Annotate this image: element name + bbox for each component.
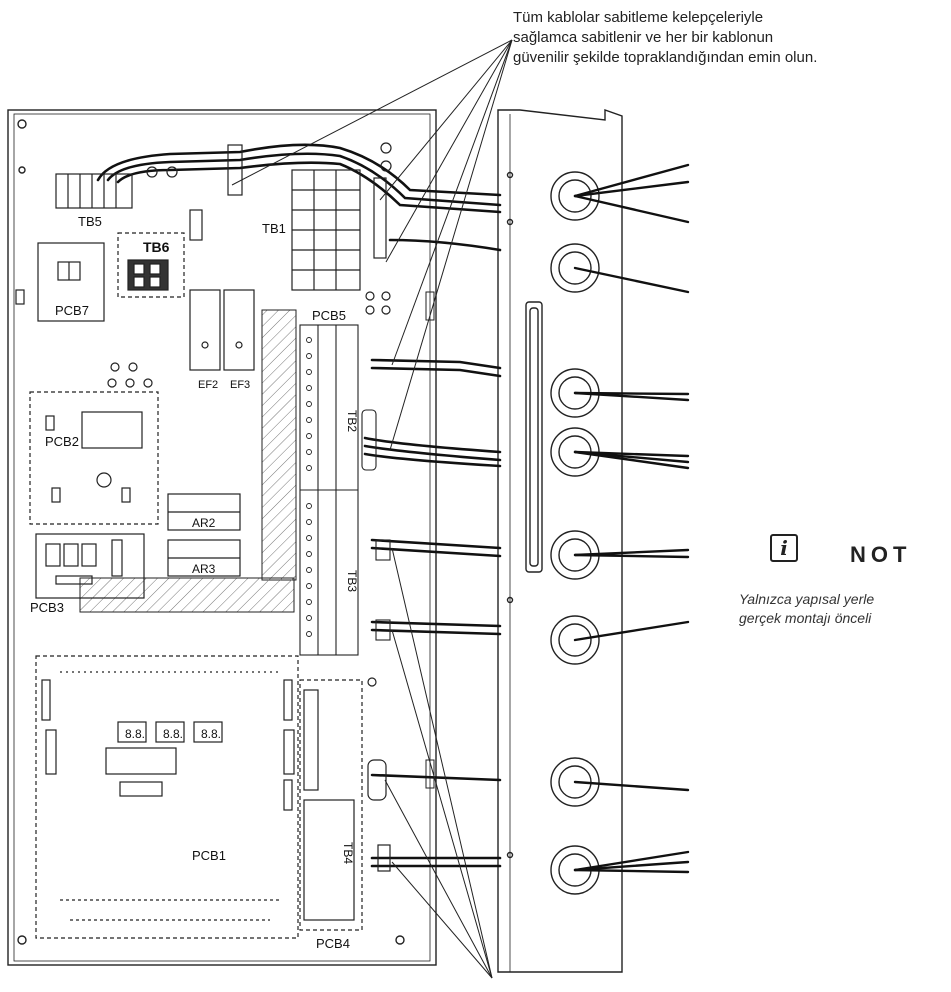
callout-text: Tüm kablolar sabitleme kelepçeleriyle sa… bbox=[513, 8, 943, 68]
callout-line: Tüm kablolar sabitleme kelepçeleriyle bbox=[513, 9, 764, 26]
label-pcb3: PCB3 bbox=[30, 600, 64, 615]
pcb1-display-3: 8.8. bbox=[201, 727, 221, 741]
pcb4-board bbox=[299, 677, 391, 931]
enclosure bbox=[7, 109, 437, 966]
tb2-tb3-strip bbox=[299, 324, 391, 656]
tb1-terminal-block bbox=[291, 142, 392, 315]
side-door-panel bbox=[425, 109, 623, 973]
pcb3-board bbox=[35, 533, 145, 599]
callout-leaders bbox=[231, 39, 513, 979]
info-icon: i bbox=[770, 534, 798, 562]
label-pcb1: PCB1 bbox=[192, 848, 226, 863]
label-tb6: TB6 bbox=[143, 239, 170, 255]
label-tb3: TB3 bbox=[345, 570, 359, 592]
label-ar3: AR3 bbox=[192, 562, 216, 576]
pcb1-display-2: 8.8. bbox=[163, 727, 183, 741]
label-ef3: EF3 bbox=[230, 379, 250, 391]
label-ef2: EF2 bbox=[198, 379, 218, 391]
tb2-tb3-terminals bbox=[306, 337, 312, 637]
label-tb4: TB4 bbox=[341, 842, 355, 864]
note-text: Yalnızca yapısal yerle gerçek montajı ön… bbox=[739, 590, 874, 628]
pcb1-display-1: 8.8. bbox=[125, 727, 145, 741]
callout-line: güvenilir şekilde topraklandığından emin… bbox=[513, 49, 818, 66]
pcb2-board bbox=[29, 391, 159, 525]
internal-cables bbox=[96, 143, 502, 868]
label-tb5: TB5 bbox=[78, 214, 102, 229]
label-pcb4: PCB4 bbox=[316, 936, 350, 951]
relays bbox=[167, 493, 241, 577]
cable-grommets bbox=[550, 171, 600, 895]
label-tb2: TB2 bbox=[345, 410, 359, 432]
vertical-labels: TB2 TB3 TB4 bbox=[341, 410, 359, 864]
external-cables bbox=[573, 163, 690, 874]
label-tb1: TB1 bbox=[262, 221, 286, 236]
component-labels: TB5 TB6 TB1 PCB7 PCB5 PCB2 PCB3 PCB1 PCB… bbox=[30, 214, 350, 951]
label-pcb2: PCB2 bbox=[45, 434, 79, 449]
hatched-areas bbox=[79, 309, 297, 613]
note-line: gerçek montajı önceli bbox=[739, 610, 872, 626]
pcb7-board bbox=[15, 242, 105, 322]
note-line: Yalnızca yapısal yerle bbox=[739, 591, 875, 607]
label-pcb5: PCB5 bbox=[312, 308, 346, 323]
tb5-terminal-block bbox=[55, 144, 243, 209]
label-ar2: AR2 bbox=[192, 516, 216, 530]
label-pcb7: PCB7 bbox=[55, 303, 89, 318]
pcb1-board bbox=[35, 655, 299, 939]
callout-line: sağlamca sabitlenir ve her bir kablonun bbox=[513, 29, 774, 46]
note-title: NOT bbox=[850, 542, 912, 567]
ef-filters bbox=[107, 289, 255, 388]
tb6-block bbox=[117, 209, 203, 298]
